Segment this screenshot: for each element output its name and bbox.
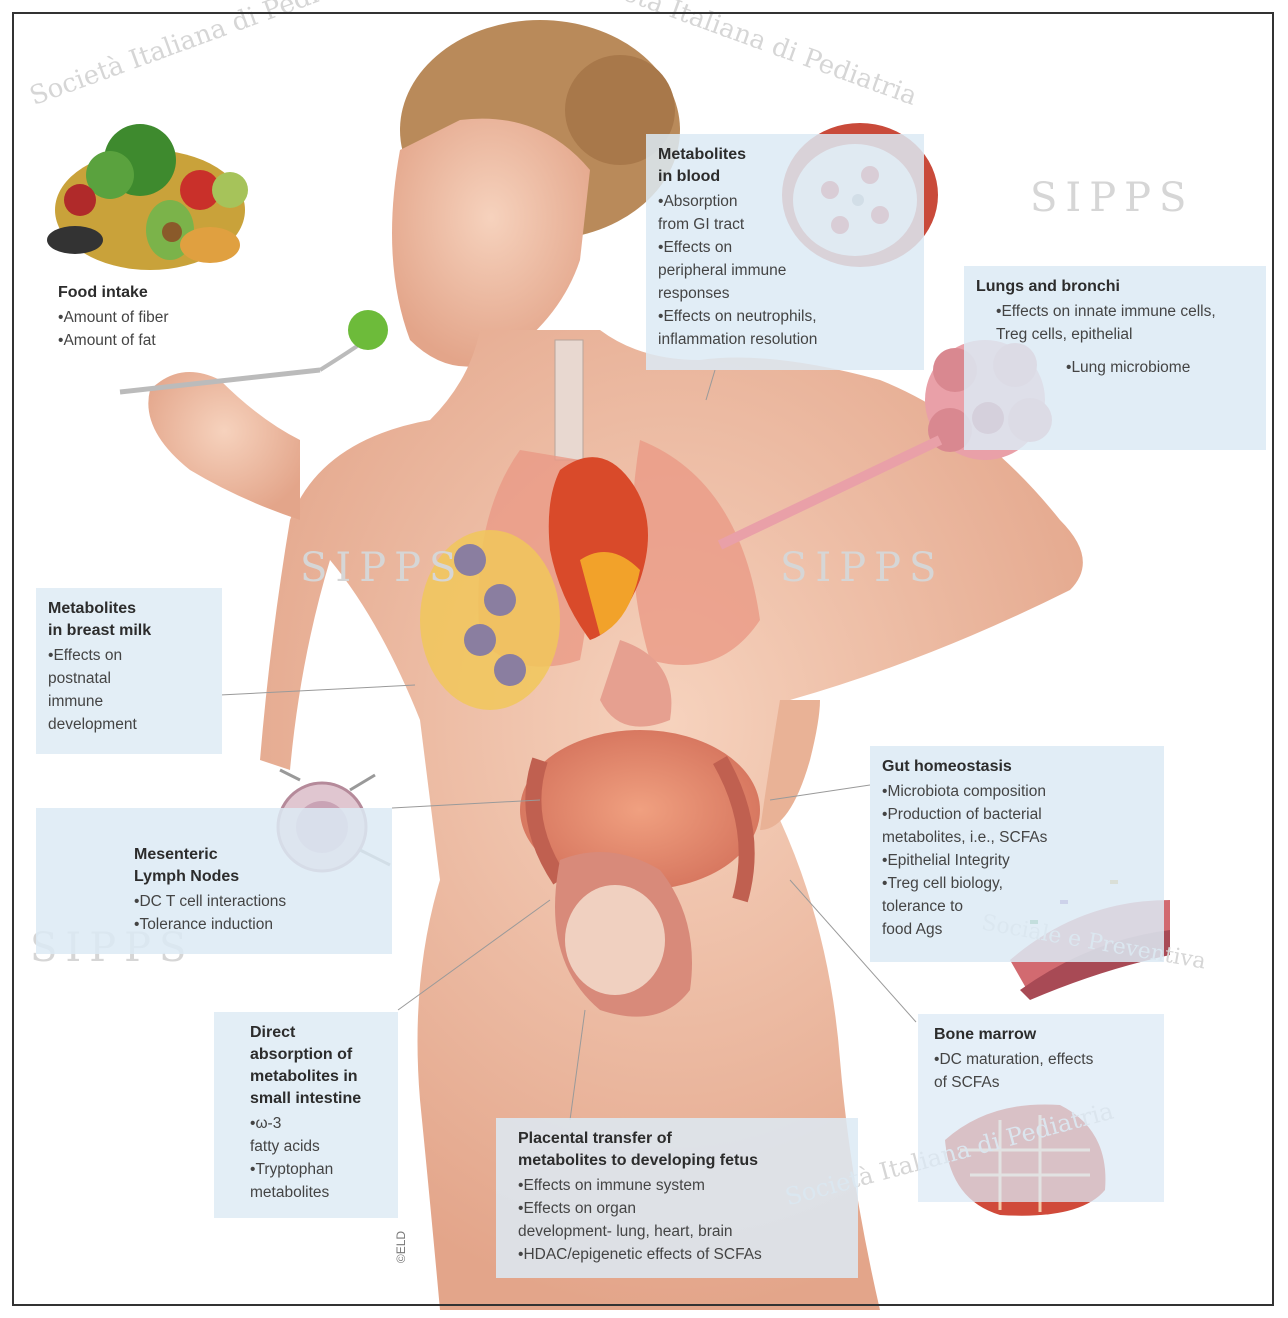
metabolites-blood-title: Metabolites in blood [658, 144, 912, 188]
gut-item: Microbiota composition [882, 780, 1152, 803]
lymph-item: Tolerance induction [134, 913, 380, 936]
lungs-item: Effects on innate immune cells, Treg cel… [996, 300, 1254, 346]
small-intestine-title: Direct absorption of metabolites in smal… [250, 1022, 386, 1110]
gut-item: Epithelial Integrity [882, 849, 1152, 872]
food-intake-panel: Food intake Amount of fiber Amount of fa… [58, 282, 278, 352]
small-intestine-panel: Direct absorption of metabolites in smal… [214, 1012, 398, 1218]
metabolites-blood-item: Effects on peripheral immune responses [658, 236, 912, 305]
copyright-label: ©ELD [394, 1231, 408, 1263]
breast-milk-panel: Metabolites in breast milk Effects on po… [36, 588, 222, 754]
lungs-item: Lung microbiome [996, 356, 1254, 379]
gut-panel: Gut homeostasis Microbiota composition P… [870, 746, 1164, 962]
placenta-item: Effects on organ development- lung, hear… [518, 1197, 846, 1243]
bone-marrow-item: DC maturation, effects of SCFAs [934, 1048, 1152, 1094]
metabolites-blood-panel: Metabolites in blood Absorption from GI … [646, 134, 924, 370]
bone-marrow-title: Bone marrow [934, 1024, 1152, 1046]
breast-milk-item: Effects on postnatal immune development [48, 644, 210, 736]
small-intestine-item: ω-3 fatty acids [250, 1112, 386, 1158]
placenta-item: Effects on immune system [518, 1174, 846, 1197]
placenta-title: Placental transfer of metabolites to dev… [518, 1128, 846, 1172]
food-intake-item: Amount of fiber [58, 306, 278, 329]
lymph-item: DC T cell interactions [134, 890, 380, 913]
lungs-panel: Lungs and bronchi Effects on innate immu… [964, 266, 1266, 450]
metabolites-blood-item: Absorption from GI tract [658, 190, 912, 236]
small-intestine-item: Tryptophan metabolites [250, 1158, 386, 1204]
food-intake-title: Food intake [58, 282, 278, 304]
lymph-panel: Mesenteric Lymph Nodes DC T cell interac… [36, 808, 392, 954]
food-intake-item: Amount of fat [58, 329, 278, 352]
gut-item: Treg cell biology, tolerance to food Ags [882, 872, 1152, 941]
bone-marrow-panel: Bone marrow DC maturation, effects of SC… [918, 1014, 1164, 1202]
placenta-item: HDAC/epigenetic effects of SCFAs [518, 1243, 846, 1266]
lungs-title: Lungs and bronchi [976, 276, 1254, 298]
placenta-panel: Placental transfer of metabolites to dev… [496, 1118, 858, 1278]
gut-item: Production of bacterial metabolites, i.e… [882, 803, 1152, 849]
metabolites-blood-item: Effects on neutrophils, inflammation res… [658, 305, 912, 351]
lymph-title: Mesenteric Lymph Nodes [134, 844, 380, 888]
breast-milk-title: Metabolites in breast milk [48, 598, 210, 642]
gut-title: Gut homeostasis [882, 756, 1152, 778]
